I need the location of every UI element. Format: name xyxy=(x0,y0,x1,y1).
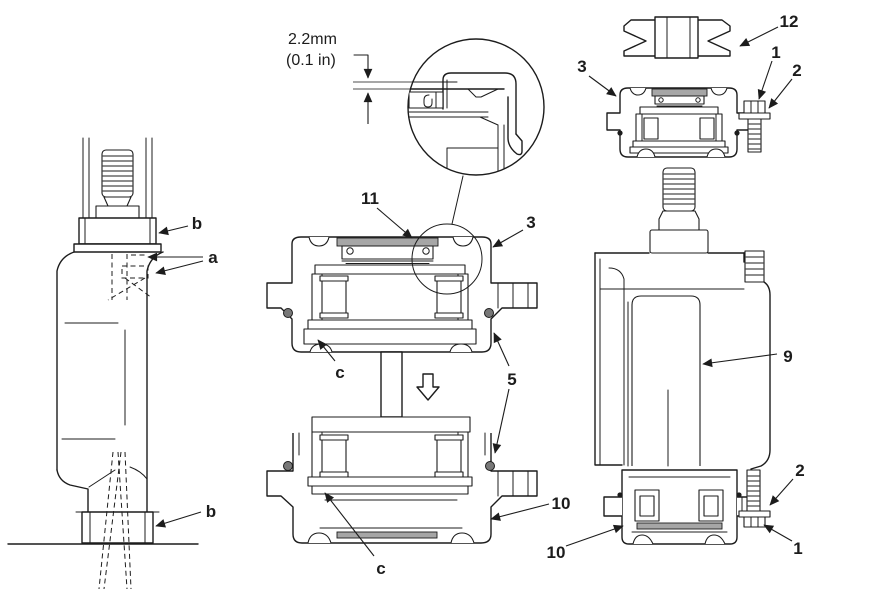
pulley-12 xyxy=(623,16,731,59)
callout-label-b-top: b xyxy=(192,214,202,233)
callout-label-1-upper: 1 xyxy=(771,43,780,62)
dimension-callout: 2.2mm (0.1 in) xyxy=(286,31,413,124)
oring-upper-right xyxy=(484,308,494,318)
callout-label-5: 5 xyxy=(507,370,516,389)
bearing-left xyxy=(321,439,347,473)
bolt-washer-lower xyxy=(738,469,771,528)
callout-label-12: 12 xyxy=(780,12,799,31)
press-down-arrow xyxy=(416,373,440,401)
press-direction xyxy=(380,351,440,418)
bearing-right xyxy=(436,280,462,314)
lower-case-section-view xyxy=(266,416,538,544)
middle-callouts: 11 3 c 5 10 c xyxy=(317,189,571,578)
oring-lower-left xyxy=(283,461,293,471)
press-rod xyxy=(380,351,403,418)
measurement-value-mm: 2.2mm xyxy=(288,31,337,48)
detail-circle-magnified-seal xyxy=(407,38,545,225)
callout-label-b-bottom: b xyxy=(206,502,216,521)
callout-label-2-lower: 2 xyxy=(795,461,804,480)
callout-label-10-right: 10 xyxy=(547,543,566,562)
bolt-washer-upper xyxy=(738,100,771,153)
callout-label-10-middle: 10 xyxy=(552,494,571,513)
callout-label-1-lower: 1 xyxy=(793,539,802,558)
right-callouts: 12 3 1 2 9 2 10 1 xyxy=(547,12,805,562)
knurled-thread xyxy=(744,250,765,283)
detail-reference-circle xyxy=(411,223,483,295)
lower-case-exploded xyxy=(603,469,754,545)
upper-sleeve xyxy=(73,217,162,253)
spindle-stud xyxy=(649,167,709,254)
callout-label-9: 9 xyxy=(783,347,792,366)
threaded-stud xyxy=(95,149,140,219)
callout-label-3-right: 3 xyxy=(577,57,586,76)
driver-tool-body-9 xyxy=(594,250,771,470)
callout-label-c-lower: c xyxy=(376,559,385,578)
oring-upper-left xyxy=(283,308,293,318)
exploded-view xyxy=(594,16,771,545)
measurement-value-in: (0.1 in) xyxy=(286,52,336,69)
callout-label-3-middle: 3 xyxy=(526,213,535,232)
callout-label-c-upper: c xyxy=(335,363,344,382)
washer xyxy=(738,510,771,518)
bolt-head xyxy=(743,100,766,114)
upper-case-exploded xyxy=(606,87,751,158)
bearing-left xyxy=(321,280,347,314)
bolt-head xyxy=(743,516,766,528)
upper-case-section-view xyxy=(266,223,538,353)
lower-sleeve xyxy=(7,451,199,590)
washer xyxy=(738,112,771,120)
press-plate xyxy=(311,416,471,433)
bearing-right xyxy=(436,439,462,473)
press-driver-tool-figure: b a b xyxy=(7,137,218,590)
callout-label-2-upper: 2 xyxy=(792,61,801,80)
seal-11 xyxy=(336,237,439,247)
callout-label-11: 11 xyxy=(361,189,379,208)
callout-label-a: a xyxy=(208,248,218,267)
tool-body xyxy=(56,251,164,513)
oring-lower-right xyxy=(485,461,495,471)
